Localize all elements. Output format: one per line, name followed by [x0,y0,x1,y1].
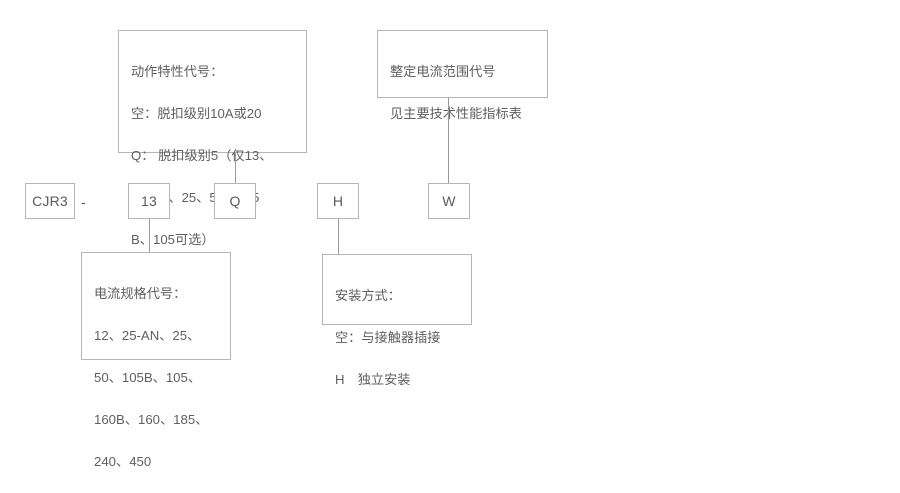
callout-line: 电流规格代号： [94,286,187,301]
callout-line: B、105可选） [131,232,215,247]
current-spec-callout: 电流规格代号： 12、25-AN、25、 50、105B、105、 160B、1… [81,252,231,469]
trip-characteristic-code-label: Q [229,193,241,209]
current-range-code-label: W [442,193,456,209]
callout-line: 空：脱扣级别10A或20 [131,106,262,121]
callout-line: H 独立安装 [335,372,411,387]
callout-line: 见主要技术性能指标表 [390,106,522,121]
series-code-box: CJR3 [25,183,75,219]
callout-line: 动作特性代号： [131,64,224,79]
connector-trip-characteristic [235,153,236,184]
series-code-label: CJR3 [32,193,68,209]
current-spec-code-label: 13 [141,193,157,209]
current-range-code-box: W [428,183,470,219]
callout-line: Q： 脱扣级别5（仅13、 [131,148,273,163]
mounting-code-label: H [332,193,344,209]
callout-line: 整定电流范围代号 [390,64,496,79]
current-range-callout: 整定电流范围代号 见主要技术性能指标表 [377,30,548,121]
model-code-diagram: 动作特性代号： 空：脱扣级别10A或20 Q： 脱扣级别5（仅13、 25-AN… [25,30,548,469]
trip-characteristic-code-box: Q [214,183,256,219]
callout-line: 12、25-AN、25、 [94,328,201,343]
mounting-callout: 安装方式： 空：与接触器插接 H 独立安装 [322,254,472,387]
callout-line: 160B、160、185、 [94,412,209,427]
callout-line: 安装方式： [335,288,401,303]
mounting-code-box: H [317,183,359,219]
trip-characteristic-callout: 动作特性代号： 空：脱扣级别10A或20 Q： 脱扣级别5（仅13、 25-AN… [118,30,307,247]
callout-line: 240、450 [94,454,152,469]
current-spec-code-box: 13 [128,183,170,219]
connector-current-range [448,98,449,184]
connector-mounting [338,219,339,254]
code-separator: - [81,194,86,210]
callout-line: 50、105B、105、 [94,370,202,385]
callout-line: 空：与接触器插接 [335,330,441,345]
connector-current-spec [149,219,150,253]
